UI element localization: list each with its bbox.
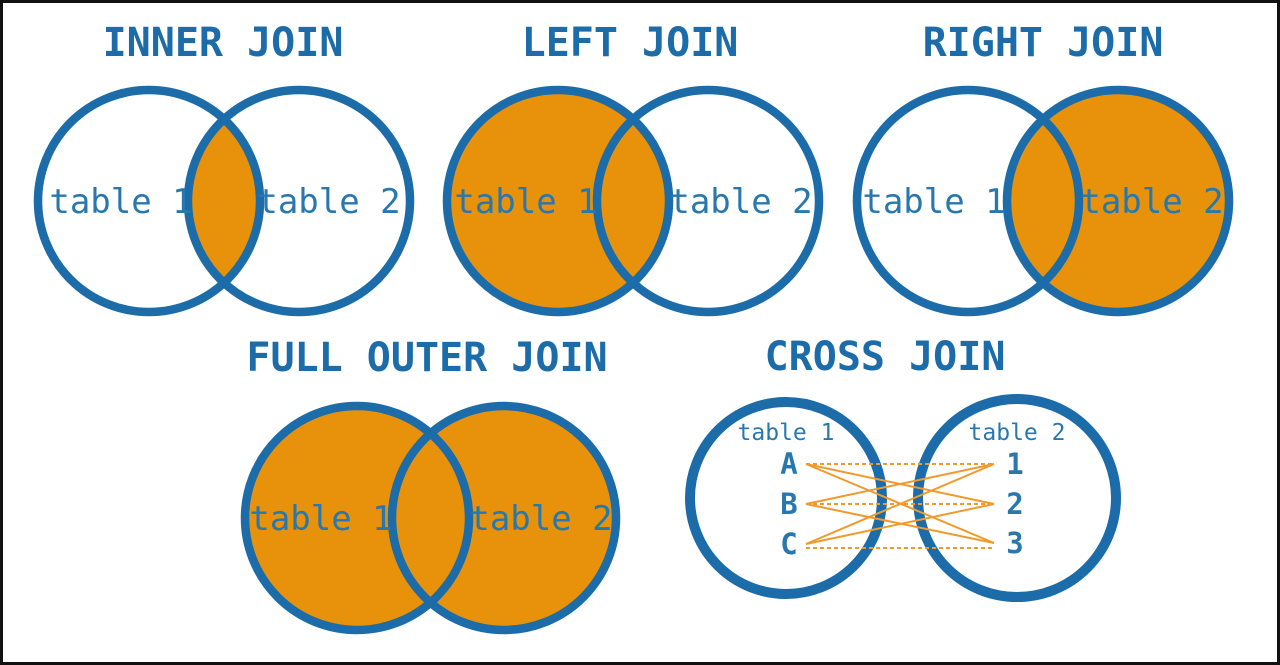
full-outer-join-right-circle [387, 401, 621, 635]
left-join-left-circle [442, 85, 674, 317]
full-outer-join-right-circle-shading [392, 406, 616, 630]
cross-join-title: CROSS JOIN [765, 334, 1006, 380]
inner-join-title: INNER JOIN [103, 20, 344, 66]
inner-join-table2-label: table 2 [257, 182, 400, 222]
cross-join-table1-label: table 1 [738, 420, 835, 446]
joins-canvas: INNER JOIN table 1 table 2 LEFT JOIN tab… [33, 20, 1234, 635]
right-join-table1-label: table 1 [862, 182, 1005, 222]
cross-join-item-2: 2 [1006, 487, 1023, 521]
cross-join-diagram: CROSS JOIN table 1 table 2 A B C 1 2 3 [685, 334, 1121, 602]
cross-join-item-b: B [780, 487, 797, 521]
cross-join-connector-b1 [805, 463, 995, 505]
right-join-left-circle [852, 85, 1084, 317]
inner-join-table1-label: table 1 [49, 182, 192, 222]
cross-join-table2-label: table 2 [969, 420, 1066, 446]
left-join-table2-label: table 2 [669, 182, 812, 222]
inner-join-diagram: INNER JOIN table 1 table 2 [33, 20, 415, 317]
right-join-right-circle [1002, 85, 1234, 317]
full-outer-join-diagram: FULL OUTER JOIN table 1 table 2 [240, 335, 621, 635]
right-join-title: RIGHT JOIN [923, 20, 1164, 66]
left-join-table1-label: table 1 [454, 182, 597, 222]
left-join-right-circle [592, 85, 824, 317]
right-join-table2-label: table 2 [1080, 182, 1223, 222]
cross-join-connector-c2 [805, 503, 995, 545]
inner-join-right-circle [183, 85, 415, 317]
full-outer-join-table2-label: table 2 [469, 499, 612, 539]
right-join-diagram: RIGHT JOIN table 1 table 2 [852, 20, 1234, 317]
left-join-title: LEFT JOIN [522, 20, 739, 66]
left-join-diagram: LEFT JOIN table 1 table 2 [442, 20, 824, 317]
cross-join-item-c: C [780, 527, 797, 561]
cross-join-item-a: A [780, 447, 797, 481]
cross-join-item-1: 1 [1006, 447, 1023, 481]
full-outer-join-table1-label: table 1 [249, 499, 392, 539]
inner-join-left-circle [33, 85, 265, 317]
cross-join-connector-c1 [805, 463, 995, 545]
full-outer-join-left-circle [240, 401, 474, 635]
cross-join-item-3: 3 [1006, 526, 1023, 560]
cross-join-left-circle [685, 397, 887, 599]
full-outer-join-title: FULL OUTER JOIN [246, 335, 607, 381]
